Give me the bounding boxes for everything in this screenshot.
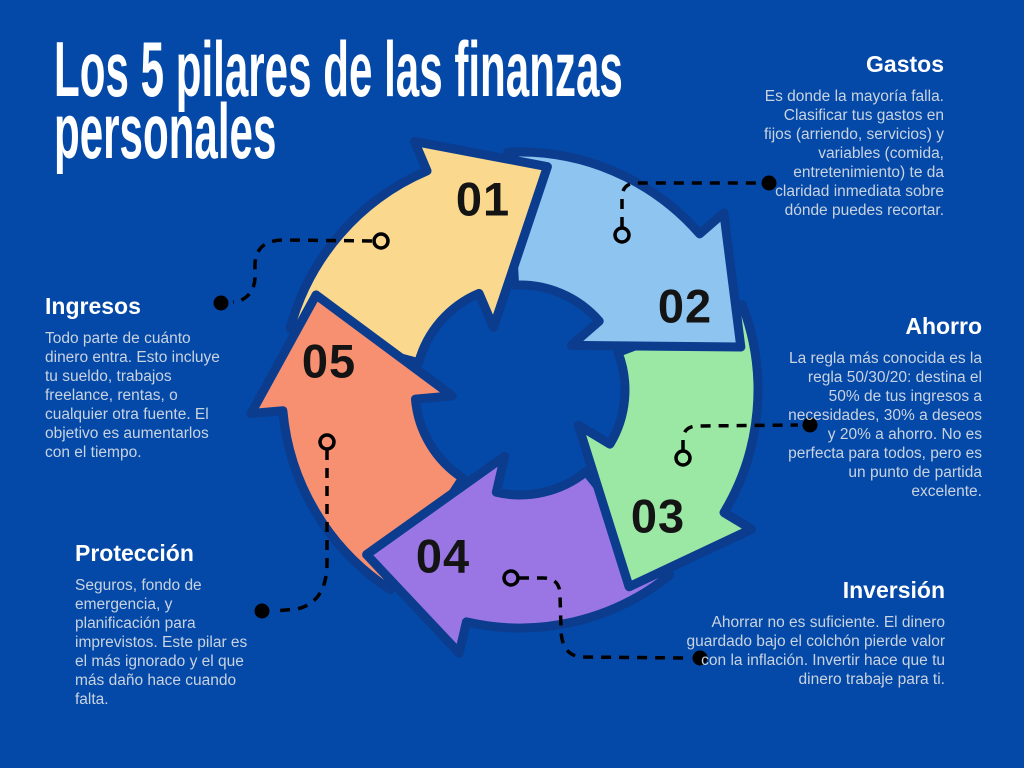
connector-gastos [613, 175, 777, 244]
pillar-description-ingresos: Todo parte de cuánto dinero entra. Esto … [45, 330, 220, 461]
pillar-title-inversion: Inversión [842, 577, 945, 603]
pillar-block-gastos: Gastos Es donde la mayoría falla. Clasif… [752, 50, 944, 220]
pillar-block-ahorro: Ahorro La regla más conocida es la regla… [784, 312, 982, 501]
connector-proteccion [254, 433, 336, 619]
pillar-block-ingresos: Ingresos Todo parte de cuánto dinero ent… [45, 292, 235, 462]
connector-inversion [502, 569, 708, 666]
pillar-description-ahorro: La regla más conocida es la regla 50/30/… [788, 350, 982, 500]
step-number-02: 02 [657, 279, 713, 333]
connector-ahorro [674, 417, 818, 467]
pillar-title-gastos: Gastos [866, 51, 944, 77]
page-title: Los 5 pilares de las finanzas personales [54, 25, 623, 175]
title-line-1: Los 5 pilares de las finanzas [54, 25, 623, 113]
pillar-block-proteccion: Protección Seguros, fondo de emergencia,… [75, 539, 253, 709]
pillar-block-inversion: Inversión Ahorrar no es suficiente. El d… [685, 576, 945, 689]
step-number-05: 05 [301, 334, 357, 388]
pillar-description-proteccion: Seguros, fondo de emergencia, y planific… [75, 577, 248, 708]
step-number-01: 01 [455, 172, 511, 226]
title-line-2: personales [54, 87, 277, 175]
step-number-03: 03 [630, 489, 686, 543]
pillar-title-ahorro: Ahorro [905, 313, 982, 339]
connector-ingresos [213, 232, 390, 311]
pillar-title-ingresos: Ingresos [45, 293, 141, 319]
pillar-description-inversion: Ahorrar no es suficiente. El dinero guar… [686, 614, 945, 688]
pillar-description-gastos: Es donde la mayoría falla. Clasificar tu… [763, 88, 944, 219]
pillar-title-proteccion: Protección [75, 540, 194, 566]
step-number-04: 04 [415, 529, 471, 583]
